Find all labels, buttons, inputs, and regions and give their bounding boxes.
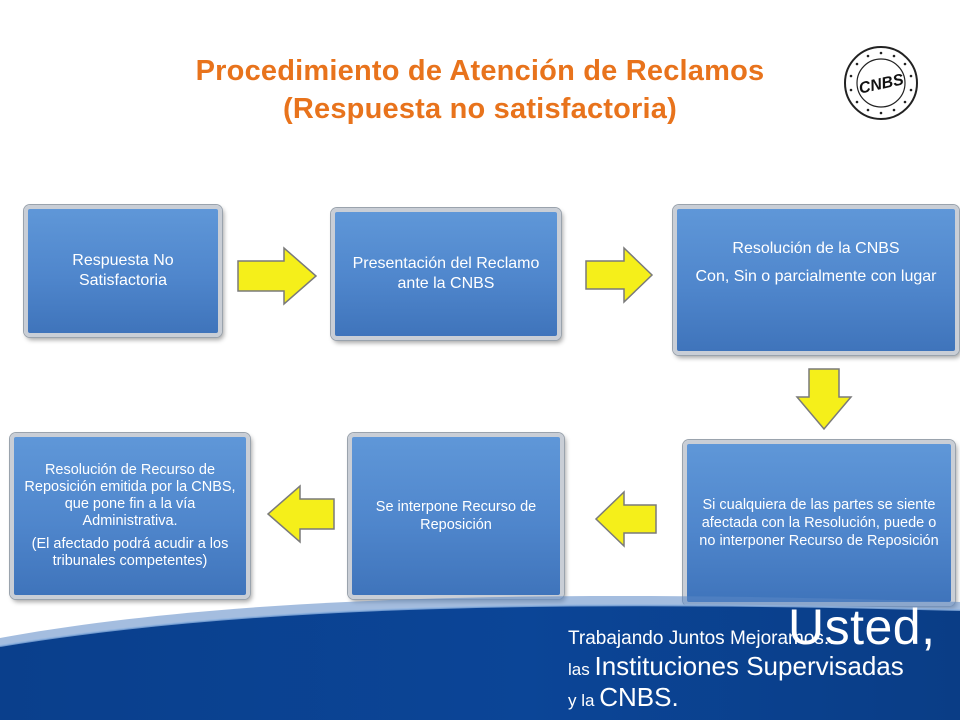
step-1-text: Respuesta No Satisfactoria [72,252,174,289]
step-2-text: Presentación del Reclamo ante la CNBS [352,255,540,292]
footer-band [0,596,960,720]
page-title: Procedimiento de Atención de Reclamos (R… [120,52,840,128]
step-4-text: Si cualquiera de las partes se siente af… [699,497,939,549]
slogan-line-1: Trabajando Juntos Mejoramos... [568,628,840,649]
step-3-line-1: Resolución de la CNBS [732,240,900,257]
arrow-left-icon [594,490,657,548]
arrow-down-icon [795,368,853,431]
slogan-usted: Usted, [788,599,936,655]
slogan-line-2: las Instituciones Supervisadas [568,651,904,682]
step-interpone-recurso: Se interpone Recurso de Reposición [348,433,564,599]
cnbs-logo: CNBS [844,46,918,120]
step-6-line-1: Resolución de Recurso de Reposición emit… [24,462,236,529]
step-recurso-opcional: Si cualquiera de las partes se siente af… [683,440,955,606]
arrow-right-icon [237,246,318,306]
slogan-line-3-small: y la [568,691,595,710]
step-3-line-2: Con, Sin o parcialmente con lugar [695,268,937,285]
title-line-2: (Respuesta no satisfactoria) [283,93,677,125]
slogan-line-2-small: las [568,660,590,679]
step-resolucion-cnbs: Resolución de la CNBS Con, Sin o parcial… [673,205,959,355]
step-presentacion-reclamo: Presentación del Reclamo ante la CNBS [331,208,561,340]
slogan-line-3-big: CNBS. [599,682,679,712]
title-line-1: Procedimiento de Atención de Reclamos [195,55,765,87]
arrow-right-icon [585,246,654,304]
step-resolucion-recurso: Resolución de Recurso de Reposición emit… [10,433,250,599]
arrow-left-icon [266,484,335,544]
step-respuesta-no-satisfactoria: Respuesta No Satisfactoria [24,205,222,337]
step-5-text: Se interpone Recurso de Reposición [375,499,537,533]
slogan-line-2-big: Instituciones Supervisadas [594,651,904,681]
step-6-line-2: (El afectado podrá acudir a los tribunal… [31,536,229,569]
slogan-line-3: y la CNBS. [568,682,679,713]
